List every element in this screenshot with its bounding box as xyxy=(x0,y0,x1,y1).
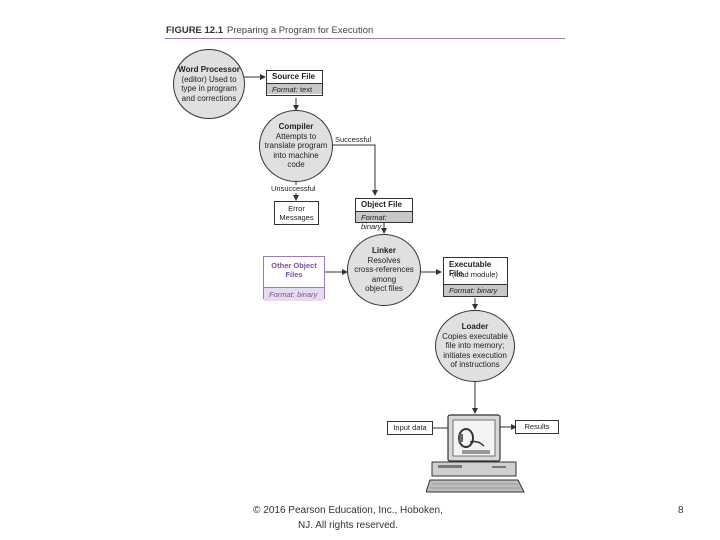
loader-line-3: initiates execution xyxy=(443,350,507,360)
compiler-node: Compiler Attempts to translate program i… xyxy=(259,110,333,182)
word-processor-line-1: (editor) Used to xyxy=(181,74,237,84)
object-file-box: Object File Format: binary xyxy=(355,198,413,231)
compiler-line-4: code xyxy=(287,160,305,170)
loader-line-1: Copies executable xyxy=(442,331,508,341)
copyright-line-2: NJ. All rights reserved. xyxy=(297,520,399,531)
word-processor-title: Word Processor xyxy=(178,65,240,74)
linker-node: Linker Resolves cross-references among o… xyxy=(347,234,421,306)
loader-node: Loader Copies executable file into memor… xyxy=(435,310,515,382)
word-processor-line-3: and corrections xyxy=(181,93,237,103)
linker-line-2: cross-references xyxy=(354,265,414,275)
compiler-title: Compiler xyxy=(278,122,314,132)
source-file-format: Format: text xyxy=(267,83,322,94)
source-file-box: Source File Format: text xyxy=(266,70,323,96)
loader-line-4: of instructions xyxy=(450,360,500,370)
object-file-title: Object File xyxy=(361,200,402,209)
compiler-line-1: Attempts to xyxy=(275,131,317,141)
error-line-2: Messages xyxy=(279,213,314,222)
executable-file-subtitle: (load module) xyxy=(452,270,498,279)
compiler-line-3: into machine xyxy=(273,150,319,160)
object-file-format: Format: binary xyxy=(356,211,412,231)
other-object-files-box: Other Object Files Format: binary xyxy=(263,256,325,301)
other-object-title-line-1: Other Object xyxy=(271,261,317,270)
computer-icon xyxy=(426,414,525,493)
figure-caption: Preparing a Program for Execution xyxy=(227,25,374,36)
source-file-title: Source File xyxy=(272,72,316,81)
successful-label: Successful xyxy=(335,135,372,144)
executable-file-format: Format: binary xyxy=(444,284,507,296)
other-object-files-title: Other Object Files xyxy=(264,257,324,287)
copyright-line-1: © 2016 Pearson Education, Inc., Hoboken, xyxy=(253,505,443,516)
compiler-line-2: translate program xyxy=(264,141,328,151)
unsuccessful-label: Unsuccessful xyxy=(271,184,316,193)
linker-line-4: object files xyxy=(365,284,403,294)
page-number: 8 xyxy=(678,505,684,516)
other-object-title-line-2: Files xyxy=(285,270,303,279)
input-data-box: Input data xyxy=(387,421,433,435)
loader-title: Loader xyxy=(461,322,489,332)
edge-compiler-to-object xyxy=(332,144,378,196)
word-processor-line-2: type in program xyxy=(181,84,237,93)
other-object-files-format: Format: binary xyxy=(264,287,324,301)
word-processor-node: Word Processor (editor) Used to type in … xyxy=(173,49,245,119)
results-box: Results xyxy=(515,420,559,434)
figure-rule xyxy=(165,38,565,39)
executable-file-title: Executable File xyxy=(449,260,492,278)
linker-line-1: Resolves xyxy=(367,255,401,265)
error-line-1: Error xyxy=(288,204,305,213)
executable-file-box: Executable File (load module) Format: bi… xyxy=(443,257,508,297)
error-messages-box: Error Messages xyxy=(274,201,319,225)
copyright-footer: © 2016 Pearson Education, Inc., Hoboken,… xyxy=(238,503,458,533)
linker-title: Linker xyxy=(371,246,396,256)
figure-label: FIGURE 12.1 xyxy=(166,25,224,36)
linker-line-3: among xyxy=(371,274,397,284)
loader-line-2: file into memory; xyxy=(445,341,505,351)
